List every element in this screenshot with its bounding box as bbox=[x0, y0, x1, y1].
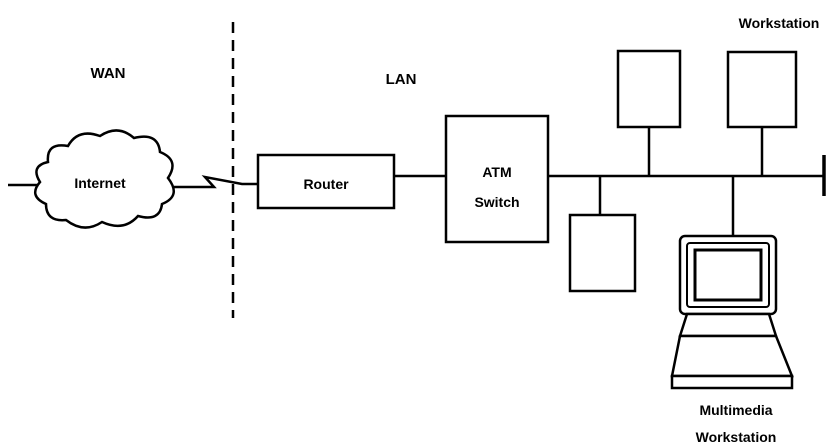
serial-link bbox=[172, 177, 258, 187]
keyboard-base bbox=[672, 336, 792, 376]
wan-label: WAN bbox=[91, 65, 126, 82]
multimedia-workstation-computer bbox=[672, 236, 792, 388]
workstation-box-2 bbox=[728, 52, 796, 127]
monitor-screen bbox=[695, 250, 761, 300]
internet-label: Internet bbox=[74, 175, 126, 191]
keyboard-front bbox=[672, 376, 792, 388]
lan-label: LAN bbox=[386, 71, 417, 88]
monitor-neck bbox=[680, 314, 776, 336]
atm-switch-label-line1: ATM bbox=[482, 164, 511, 180]
multimedia-label-line2: Workstation bbox=[696, 429, 777, 445]
router-label: Router bbox=[303, 176, 349, 192]
workstation-box-1 bbox=[618, 51, 680, 127]
workstation-box-3 bbox=[570, 215, 635, 291]
atm-switch-label-line2: Switch bbox=[474, 194, 519, 210]
workstation-label: Workstation bbox=[739, 15, 820, 31]
multimedia-label-line1: Multimedia bbox=[699, 402, 772, 418]
